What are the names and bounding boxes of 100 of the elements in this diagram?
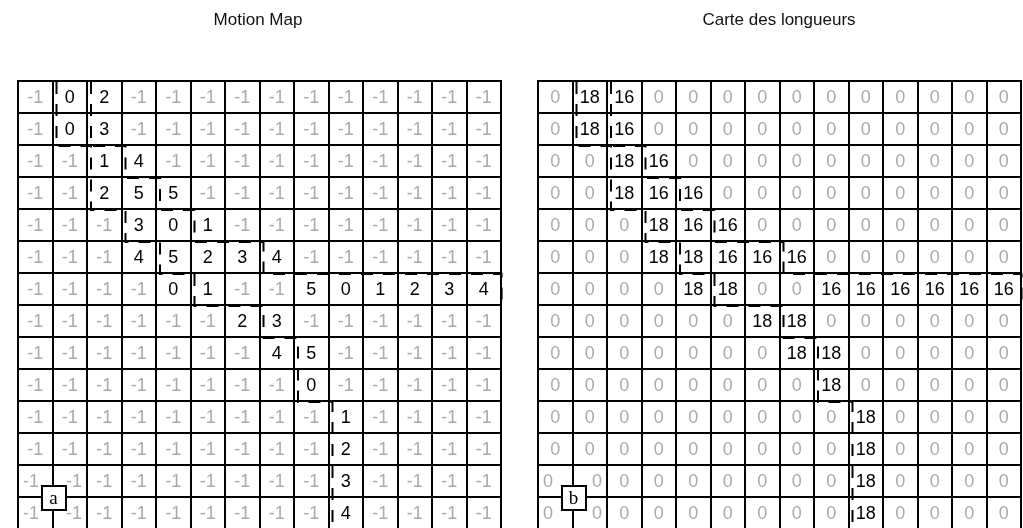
table-cell: 0: [884, 114, 919, 146]
table-cell: 0: [746, 178, 781, 210]
table-cell: -1: [433, 338, 468, 370]
table-cell: 0: [780, 114, 815, 146]
table-cell: -1: [467, 370, 502, 402]
table-cell: -1: [364, 402, 399, 434]
table-cell: -1: [19, 370, 54, 402]
table-cell: -1: [398, 338, 433, 370]
table-cell: -1: [191, 114, 226, 146]
table-cell: 0: [987, 434, 1022, 466]
table-cell: 18: [815, 338, 850, 370]
table-cell: -1: [467, 114, 502, 146]
table-cell: 0: [780, 434, 815, 466]
table-cell: -1: [398, 242, 433, 274]
table-cell: 16: [849, 274, 884, 306]
table-cell: 0: [711, 338, 746, 370]
table-cell: 0: [953, 178, 988, 210]
table-cell: 18: [573, 82, 608, 114]
table-cell: 0: [157, 210, 192, 242]
table-cell: -1: [226, 82, 261, 114]
table-cell: 16: [746, 242, 781, 274]
table-cell: -1: [226, 114, 261, 146]
table-cell: 16: [884, 274, 919, 306]
table-cell: -1: [157, 306, 192, 338]
table-cell: -1: [295, 434, 330, 466]
table-cell: 4: [260, 338, 295, 370]
table-cell: 0: [746, 210, 781, 242]
table-cell: 0: [608, 402, 643, 434]
table-cell: 0: [953, 370, 988, 402]
table-cell: 3: [226, 242, 261, 274]
table-cell: 0: [815, 306, 850, 338]
table-cell: 0: [608, 434, 643, 466]
table-cell: -1: [122, 370, 157, 402]
table-cell: -1: [157, 114, 192, 146]
table-cell: 0: [953, 242, 988, 274]
table-cell: -1: [433, 178, 468, 210]
table-cell: 5: [157, 178, 192, 210]
table-cell: -1: [398, 146, 433, 178]
table-cell: -1: [122, 498, 157, 528]
table-cell: -1: [364, 242, 399, 274]
table-cell: -1: [364, 146, 399, 178]
table-cell: 0: [608, 274, 643, 306]
table-cell: 0: [539, 114, 574, 146]
table-cell: 0: [953, 210, 988, 242]
table-cell: 0: [918, 338, 953, 370]
table-cell: -1: [122, 114, 157, 146]
table-cell: 0: [711, 306, 746, 338]
table-cell: 0: [815, 178, 850, 210]
table-cell: -1: [295, 178, 330, 210]
table-cell: 0: [953, 306, 988, 338]
table-cell: -1: [433, 434, 468, 466]
table-cell: -1: [226, 402, 261, 434]
table-cell: -1: [364, 306, 399, 338]
table-cell: -1: [295, 242, 330, 274]
table-cell: -1: [467, 466, 502, 498]
table-cell: 0: [677, 370, 712, 402]
table-cell: 0: [711, 146, 746, 178]
table-cell: 0: [987, 146, 1022, 178]
table-cell: -1: [364, 370, 399, 402]
table-cell: -1: [191, 82, 226, 114]
table-cell: -1: [433, 114, 468, 146]
table-cell: 0: [573, 434, 608, 466]
table-cell: -1: [226, 146, 261, 178]
table-cell: -1: [157, 338, 192, 370]
table-cell: -1: [295, 498, 330, 528]
table-cell: 0: [642, 370, 677, 402]
table-cell: 16: [642, 178, 677, 210]
table-cell: -1: [260, 210, 295, 242]
table-cell: -1: [53, 370, 88, 402]
table-cell: 0: [987, 498, 1022, 528]
table-cell: 0: [677, 306, 712, 338]
table-cell: 18: [677, 274, 712, 306]
table-cell: -1: [157, 402, 192, 434]
table-cell: -1: [433, 498, 468, 528]
table-cell: -1: [433, 210, 468, 242]
table-cell: 0: [815, 114, 850, 146]
table-cell: 0: [987, 114, 1022, 146]
table-cell: 1: [191, 274, 226, 306]
panel-title: Carte des longueurs: [702, 10, 856, 30]
table-cell: 0: [987, 370, 1022, 402]
table-cell: 0: [987, 338, 1022, 370]
table-cell: 0: [608, 498, 643, 528]
table-cell: -1: [260, 178, 295, 210]
table-cell: -1: [467, 338, 502, 370]
table-cell: 0: [539, 274, 574, 306]
table-cell: 0: [953, 434, 988, 466]
table-cell: 0: [677, 338, 712, 370]
table-cell: -1: [191, 146, 226, 178]
table-cell: 4: [122, 146, 157, 178]
table-cell: 3: [122, 210, 157, 242]
table-cell: 0: [849, 306, 884, 338]
table-cell: -1: [433, 242, 468, 274]
table-cell: -1: [433, 402, 468, 434]
table-cell: -1: [88, 242, 123, 274]
table-cell: 16: [987, 274, 1022, 306]
table-cell: 18: [642, 242, 677, 274]
table-cell: 0: [573, 178, 608, 210]
table-cell: -1: [88, 498, 123, 528]
table-cell: -1: [191, 306, 226, 338]
table-cell: 0: [918, 402, 953, 434]
